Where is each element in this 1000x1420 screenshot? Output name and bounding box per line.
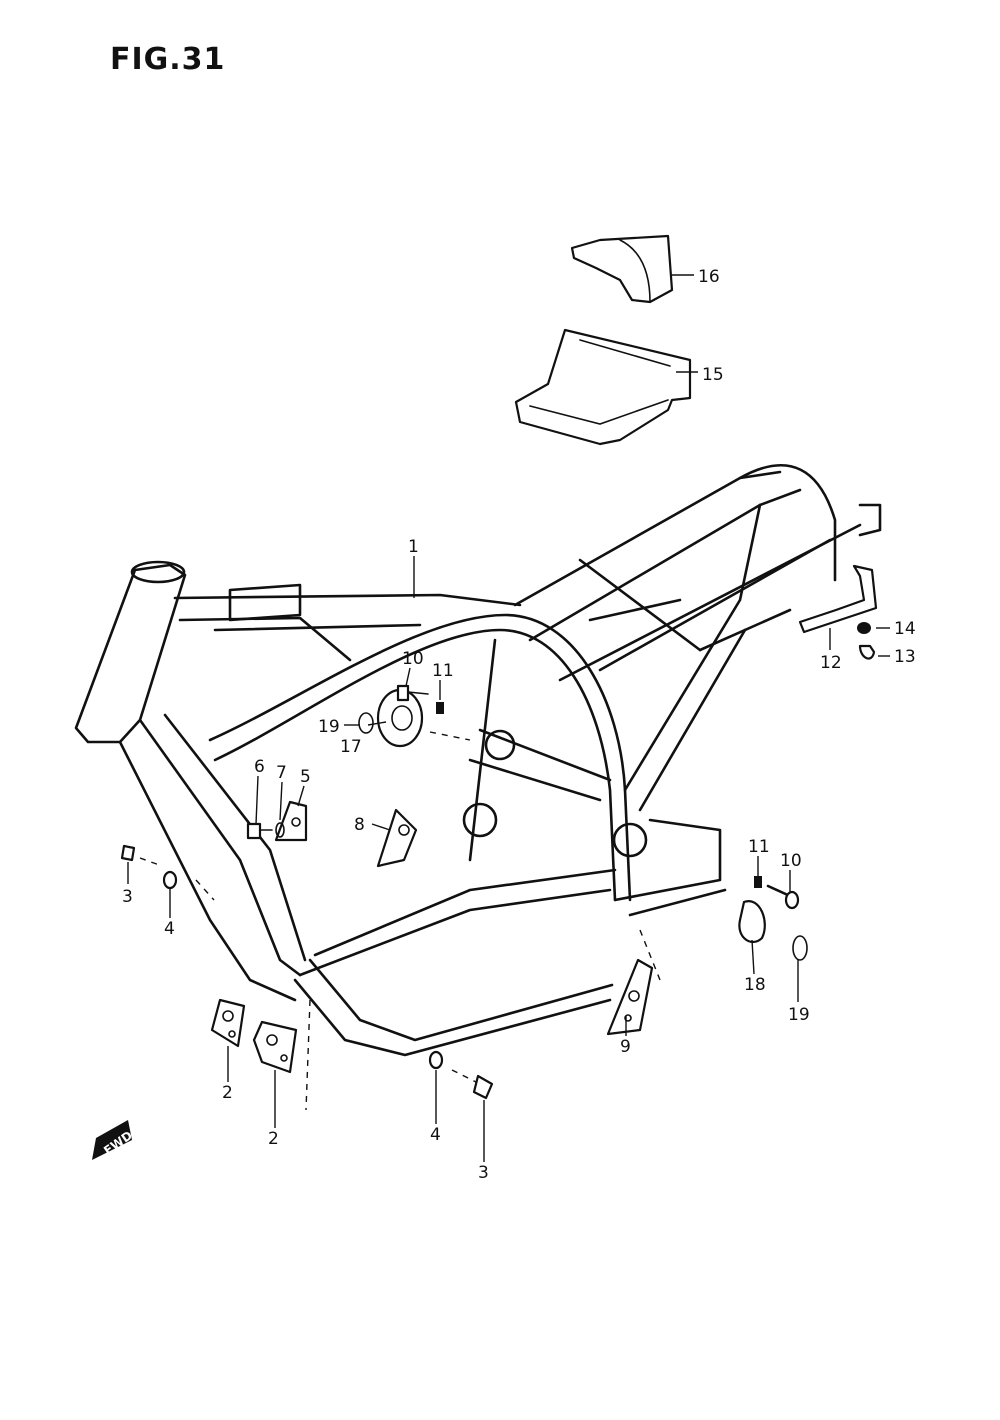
callout-14: 14 (894, 619, 916, 639)
assembly-guide-lines (195, 731, 661, 1111)
part-15-tray (514, 328, 692, 446)
callout-11-upper: 11 (432, 661, 454, 681)
callout-6: 6 (254, 757, 265, 777)
part-16-cover (570, 234, 674, 304)
leader-lines (127, 274, 890, 1162)
part-7-washer (275, 822, 285, 838)
callout-5: 5 (300, 767, 311, 787)
callout-labels: 1 2 2 3 3 4 4 5 6 7 8 9 10 10 11 11 12 1… (122, 267, 916, 1183)
part-18-bushing (738, 900, 766, 944)
part-2-plate-left (210, 998, 246, 1048)
callout-15: 15 (702, 365, 724, 385)
part-4-nut-left (162, 870, 178, 890)
part-2-plate-lower (252, 1020, 298, 1074)
figure-title: FIG.31 (110, 42, 226, 77)
callout-3-left: 3 (122, 887, 133, 907)
part-3-bolt-left (120, 844, 163, 867)
callout-11-right: 11 (748, 837, 770, 857)
part-1-main-frame (74, 463, 882, 1057)
part-14-grommet (857, 622, 871, 634)
part-10-bolt-right (766, 884, 800, 910)
callout-10-right: 10 (780, 851, 802, 871)
callout-19-right: 19 (788, 1005, 810, 1025)
part-3-bolt-bottom (451, 1069, 494, 1100)
part-4-nut-bottom (428, 1050, 444, 1070)
part-13-fastener (858, 644, 876, 660)
part-12-bracket (798, 564, 878, 634)
part-9-plate (606, 958, 654, 1036)
callout-10-upper: 10 (402, 649, 424, 669)
callout-16: 16 (698, 267, 720, 287)
part-6-bolt (246, 822, 273, 840)
part-11-nut-upper (436, 702, 444, 714)
callout-13: 13 (894, 647, 916, 667)
callout-2-left: 2 (222, 1083, 233, 1103)
part-11-nut-right (754, 876, 762, 888)
callout-7: 7 (276, 763, 287, 783)
callout-18: 18 (744, 975, 766, 995)
part-8-plate (376, 808, 418, 868)
callout-4-bottom: 4 (430, 1125, 441, 1145)
callout-17: 17 (340, 737, 362, 757)
callout-19-upper: 19 (318, 717, 340, 737)
callout-12: 12 (820, 653, 842, 673)
part-19-ring-right (792, 935, 808, 961)
callout-2-lower: 2 (268, 1129, 279, 1149)
callout-8: 8 (354, 815, 365, 835)
callout-1: 1 (408, 537, 419, 557)
part-10-bolt-upper (396, 684, 429, 702)
part-19-ring-upper (358, 712, 374, 734)
callout-3-bottom: 3 (478, 1163, 489, 1183)
callout-9: 9 (620, 1037, 631, 1057)
fwd-direction-arrow-icon: FWD (92, 1120, 135, 1160)
callout-4-left: 4 (164, 919, 175, 939)
